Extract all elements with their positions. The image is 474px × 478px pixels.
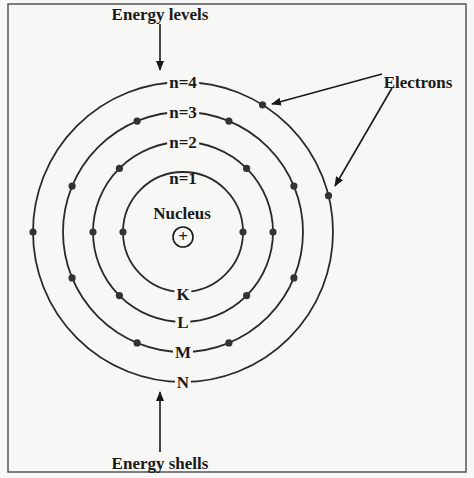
level-label: n=1 <box>169 170 197 187</box>
shell-letter: N <box>175 374 191 391</box>
shell-letter: K <box>174 286 191 303</box>
electron-dot <box>116 292 123 299</box>
shell-letter: M <box>173 344 193 361</box>
electron-dots <box>29 101 332 346</box>
level-label: n=2 <box>167 134 199 151</box>
electron-dot <box>69 183 76 190</box>
electron-dot <box>290 274 297 281</box>
electron-dot <box>259 101 266 108</box>
electron-dot <box>116 165 123 172</box>
heading-label: Energy shells <box>112 455 209 472</box>
electron-dot <box>290 183 297 190</box>
electron-dot <box>269 228 276 235</box>
leader-arrows <box>160 24 392 452</box>
level-label: n=4 <box>167 74 199 91</box>
electron-dot <box>239 228 246 235</box>
frame <box>8 4 466 472</box>
electron-dot <box>225 339 232 346</box>
level-label: n=3 <box>167 104 199 121</box>
shell-letter: L <box>175 314 190 331</box>
heading-label: Energy levels <box>112 6 209 23</box>
electron-dot <box>243 292 250 299</box>
electron-dot <box>243 165 250 172</box>
electron-dot <box>89 228 96 235</box>
electron-dot <box>225 118 232 125</box>
nucleus-label: Nucleus <box>153 205 211 222</box>
energy-shells <box>33 82 333 382</box>
nucleus-circle: + <box>172 226 194 248</box>
electron-dot <box>134 339 141 346</box>
electron-dot <box>325 192 332 199</box>
electron-dot <box>134 118 141 125</box>
callout-label: Electrons <box>384 74 453 91</box>
electron-dot <box>69 274 76 281</box>
charge-sign: + <box>178 228 188 245</box>
electron-dot <box>119 228 126 235</box>
electron-dot <box>29 228 36 235</box>
